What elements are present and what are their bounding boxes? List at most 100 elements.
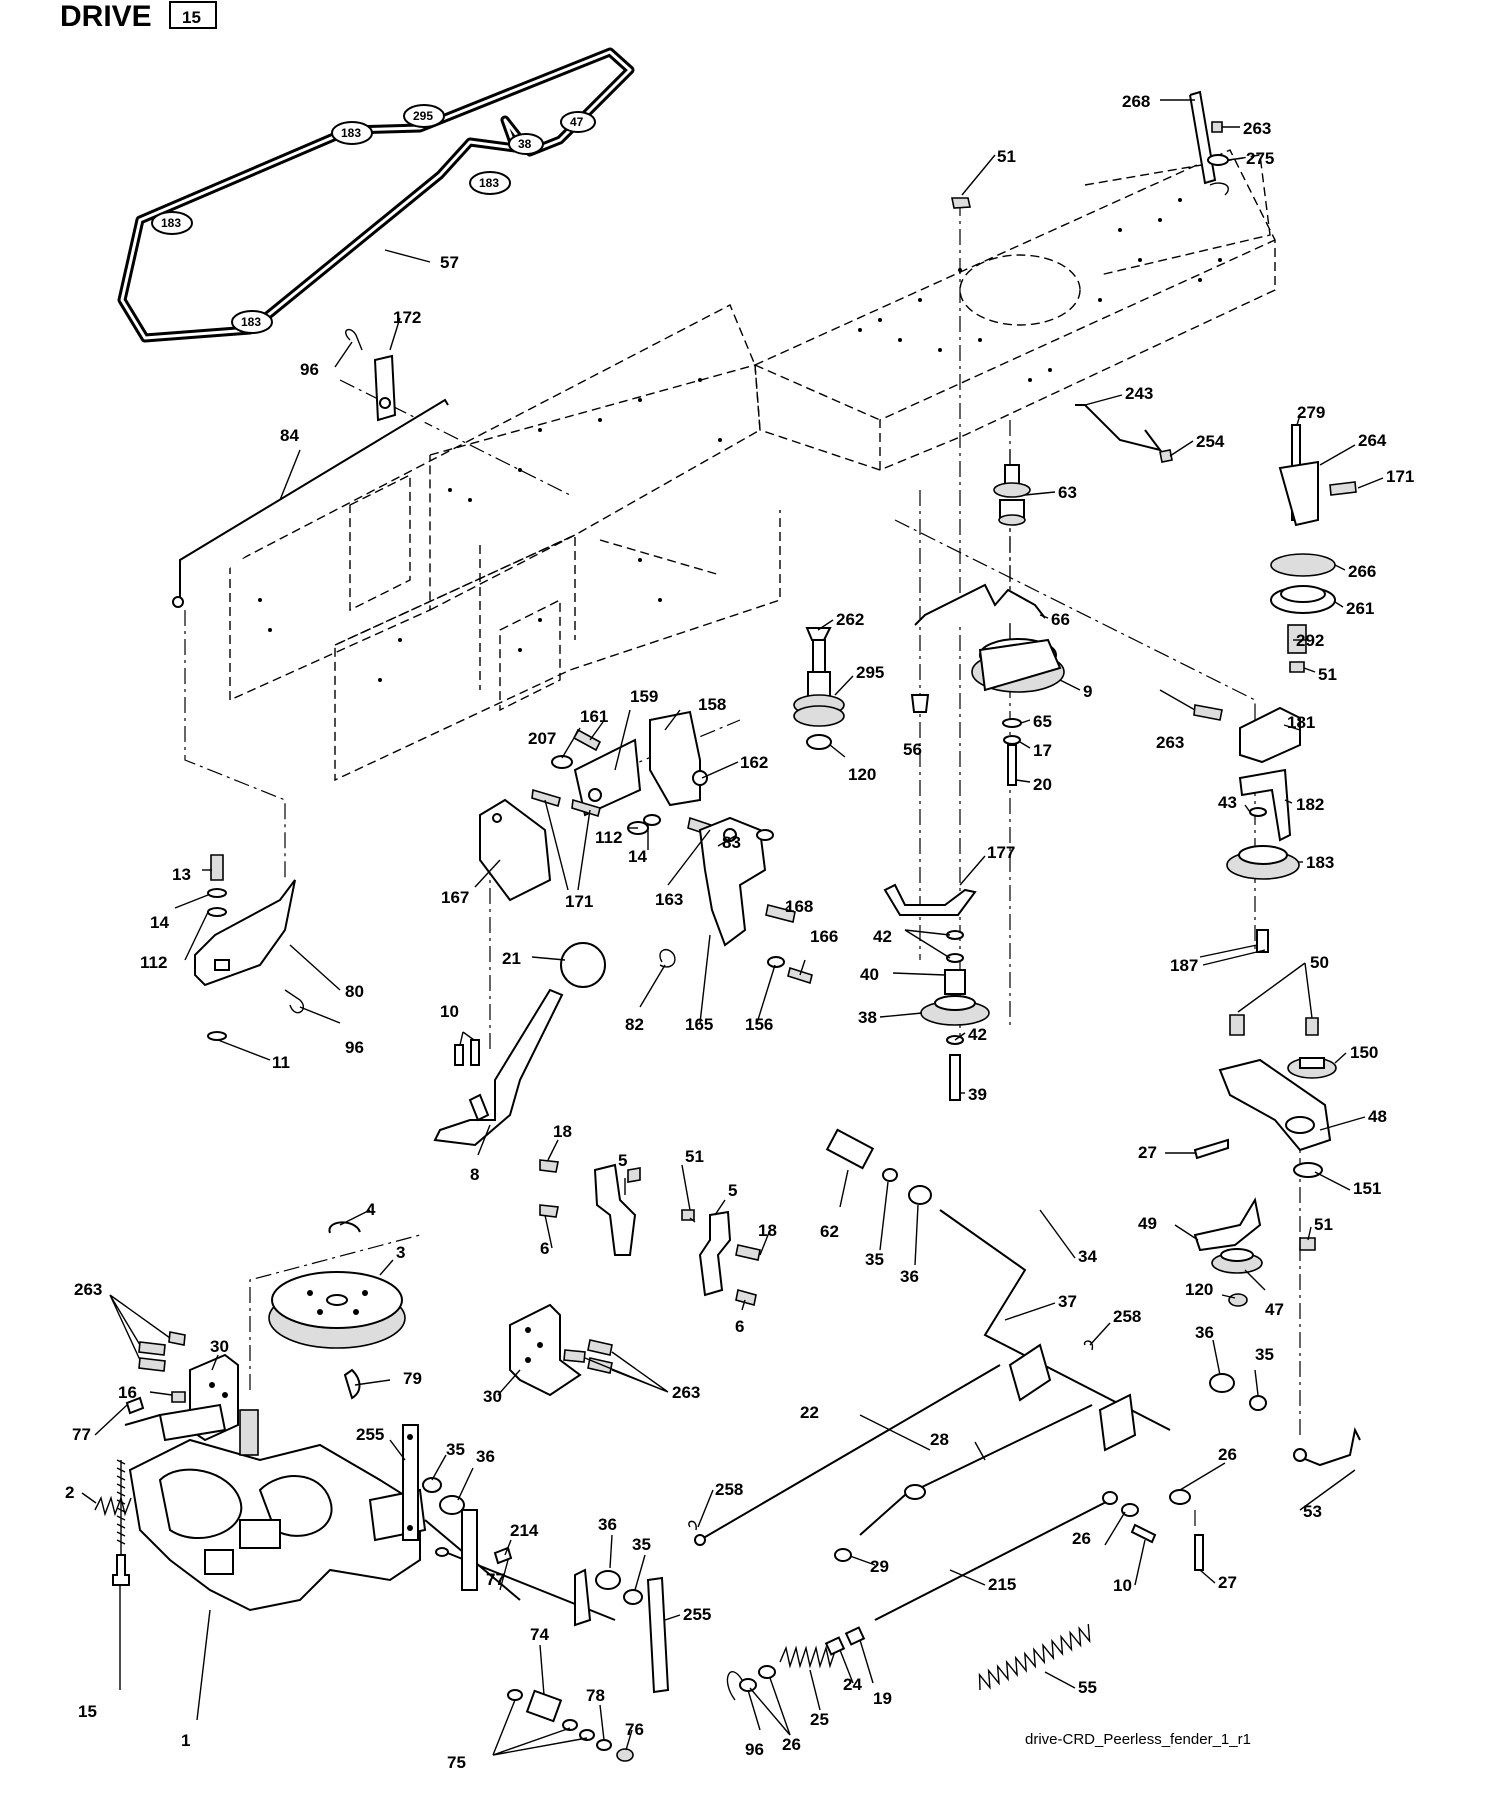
bolt-263b	[1193, 704, 1223, 721]
callout: 1	[181, 1731, 190, 1750]
callout: 26	[1218, 1445, 1237, 1464]
callout: 4	[366, 1200, 376, 1219]
callout: 51	[685, 1147, 704, 1166]
callout: 36	[598, 1515, 617, 1534]
callout: 168	[785, 897, 813, 916]
callout: 8	[470, 1165, 479, 1184]
callout: 120	[848, 765, 876, 784]
callout: 263	[672, 1383, 700, 1402]
belt-tag: 183	[469, 171, 511, 195]
callout: 96	[745, 1740, 764, 1759]
callout: 20	[1033, 775, 1052, 794]
callout: 36	[1195, 1323, 1214, 1342]
callout: 10	[1113, 1576, 1132, 1595]
nut-76	[616, 1748, 634, 1762]
callout: 295	[856, 663, 884, 682]
callout: 255	[356, 1425, 384, 1444]
svg-text:183: 183	[341, 126, 361, 140]
callout: 29	[870, 1557, 889, 1576]
transaxle-1	[124, 1403, 521, 1612]
callout: 243	[1125, 384, 1153, 403]
washer-43	[1249, 807, 1267, 817]
nut-51b	[1289, 661, 1305, 673]
callout: 13	[172, 865, 191, 884]
pin-10b	[470, 1039, 480, 1066]
callout: 26	[1072, 1529, 1091, 1548]
callout: 112	[595, 828, 622, 847]
bracket-177	[883, 883, 977, 916]
link-255b	[646, 1576, 670, 1694]
washer-36c	[908, 1185, 932, 1205]
callout: 150	[1350, 1043, 1378, 1062]
key-77b	[493, 1546, 513, 1565]
bolt-20	[1007, 744, 1017, 786]
callout: 30	[483, 1387, 502, 1406]
callout: 62	[820, 1222, 839, 1241]
callout: 5	[728, 1181, 737, 1200]
callout: 77	[72, 1425, 91, 1444]
callout: 30	[210, 1337, 229, 1356]
callout: 16	[118, 1383, 137, 1402]
callout: 40	[860, 965, 879, 984]
callout: 50	[1310, 953, 1329, 972]
callout: 19	[873, 1689, 892, 1708]
callout: 5	[618, 1151, 627, 1170]
callout: 262	[836, 610, 864, 629]
washer-26a	[1169, 1489, 1191, 1505]
callout: 49	[1138, 1214, 1157, 1233]
key-77a	[125, 1396, 145, 1415]
clip-258a	[1083, 1340, 1094, 1351]
callout: 27	[1218, 1573, 1237, 1592]
bolt-50a	[1229, 1014, 1245, 1036]
bushing-35c	[882, 1168, 898, 1182]
callout: 47	[1265, 1300, 1284, 1319]
callout: 15	[78, 1702, 97, 1721]
callout: 263	[1156, 733, 1184, 752]
callout: 268	[1122, 92, 1150, 111]
callout: 2	[65, 1483, 74, 1502]
drawing-id: drive-CRD_Peerless_fender_1_r1	[1025, 1731, 1251, 1748]
link-255a	[402, 1424, 419, 1541]
callout: 177	[987, 843, 1015, 862]
shift-rod	[172, 398, 449, 608]
callout: 263	[74, 1280, 102, 1299]
callout: 6	[735, 1317, 744, 1336]
spindle-63	[993, 464, 1031, 526]
page-tag: 15	[182, 8, 201, 27]
spring-2	[94, 1495, 132, 1517]
callout: 21	[502, 949, 521, 968]
callout: 161	[580, 707, 608, 726]
callout: 158	[698, 695, 726, 714]
callout: 162	[740, 753, 768, 772]
rod-215	[874, 1491, 1157, 1621]
washer-78	[596, 1739, 612, 1751]
callout: 17	[1033, 741, 1052, 760]
callout: 279	[1297, 403, 1325, 422]
callout: 76	[625, 1720, 644, 1739]
bracket-181	[1239, 706, 1301, 764]
bracket-165	[659, 816, 813, 985]
washer-36b	[595, 1570, 621, 1590]
callout: 182	[1296, 795, 1324, 814]
callout: 292	[1296, 631, 1324, 650]
svg-text:38: 38	[518, 137, 532, 151]
clutch-9	[971, 638, 1065, 693]
pin-27b	[1194, 1534, 1204, 1571]
bracket-264	[1278, 424, 1357, 527]
rod-53	[1294, 1426, 1361, 1467]
washer-65	[1002, 718, 1022, 728]
callout: 83	[722, 833, 741, 852]
bushing-35a	[422, 1477, 442, 1493]
callout: 3	[396, 1243, 405, 1262]
bracket-49	[1193, 1197, 1262, 1252]
callout: 266	[1348, 562, 1376, 581]
callout: 43	[1218, 793, 1237, 812]
knob-21	[560, 942, 606, 988]
callout: 261	[1346, 599, 1374, 618]
bushing-35d	[1249, 1395, 1267, 1411]
frame-holes	[258, 198, 1222, 682]
snap-ring-4	[328, 1221, 361, 1234]
pulley-3	[268, 1271, 406, 1349]
bracket-182	[1238, 768, 1292, 842]
bolt-39	[949, 1054, 961, 1101]
